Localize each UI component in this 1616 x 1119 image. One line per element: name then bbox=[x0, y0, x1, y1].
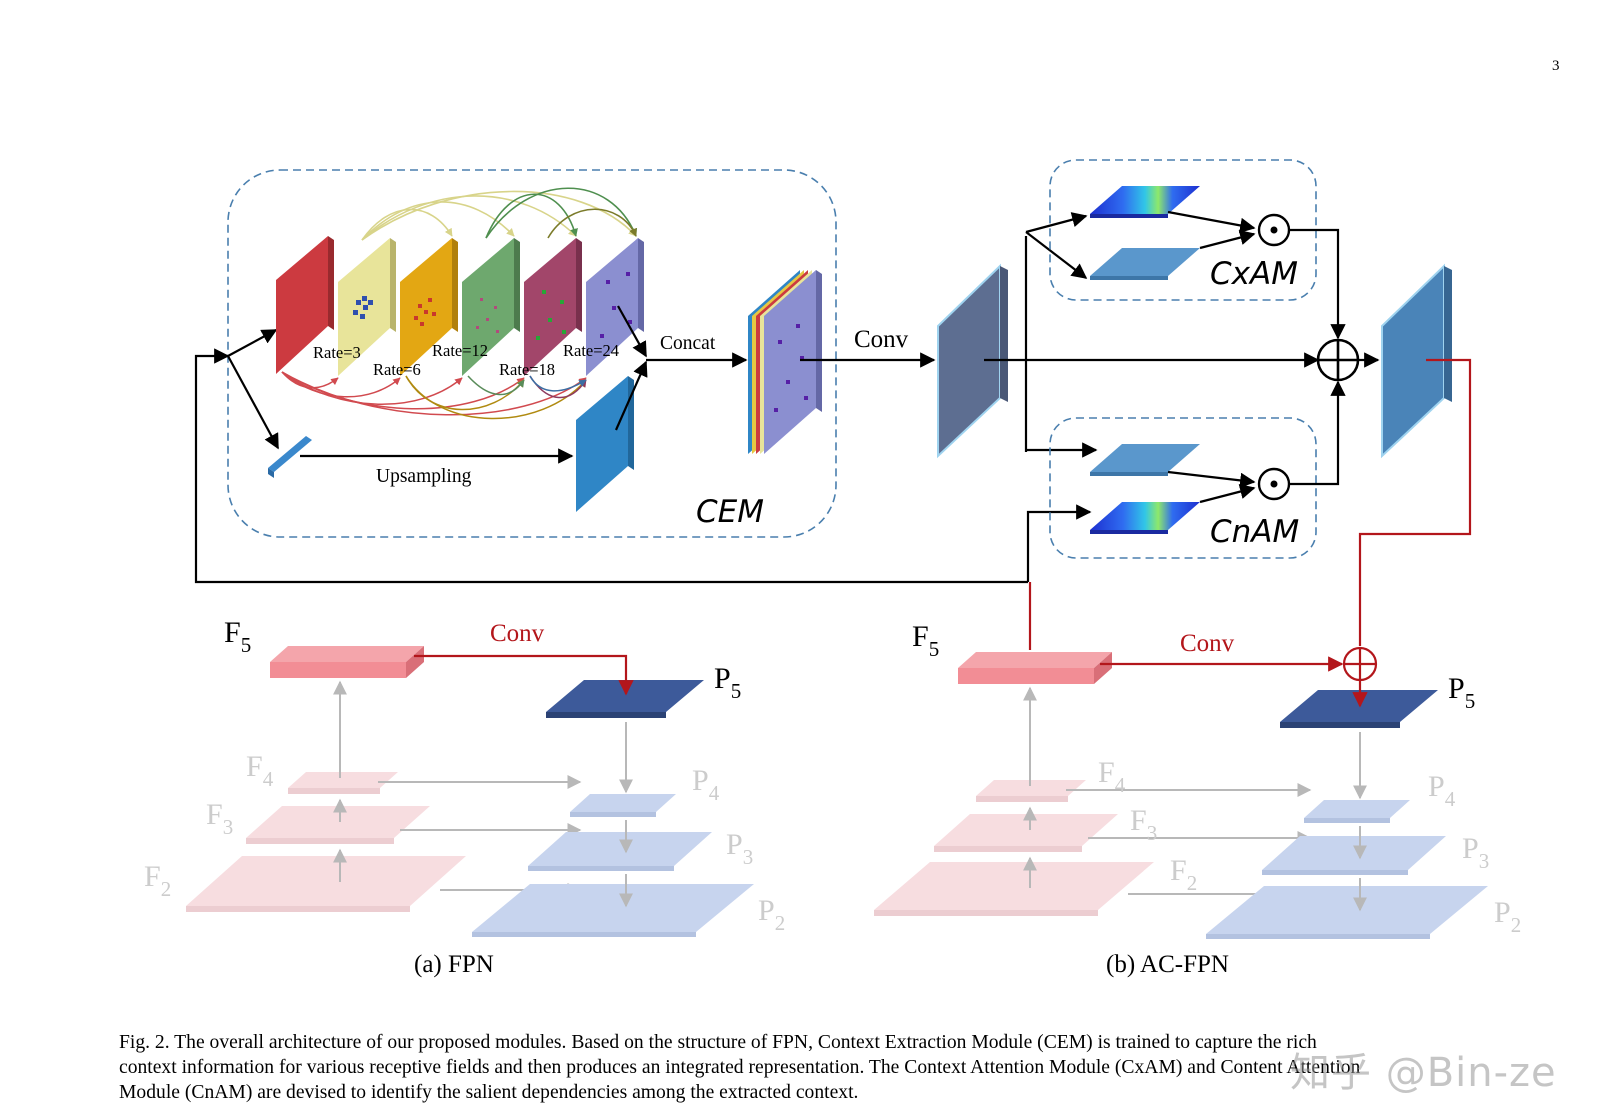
fpn-p5 bbox=[546, 680, 704, 712]
cem-title: CEM bbox=[696, 494, 764, 530]
fpn-p3 bbox=[528, 832, 712, 866]
map-green bbox=[462, 238, 514, 376]
concat-label: Concat bbox=[660, 333, 716, 354]
fpn-p5-label: P5 bbox=[714, 662, 741, 703]
fpn-p3-label: P3 bbox=[726, 828, 753, 869]
to-cnam-heat bbox=[1026, 504, 1092, 582]
rate-label-3: Rate=3 bbox=[313, 343, 361, 362]
fpn-p4-label: P4 bbox=[692, 764, 720, 805]
acfpn-f2 bbox=[874, 862, 1154, 910]
cxam-dashed-box bbox=[1049, 159, 1317, 301]
cxam-blue-to-mul bbox=[1199, 230, 1256, 250]
acfpn-f5-label: F5 bbox=[912, 620, 939, 661]
dilated-maps bbox=[276, 236, 644, 376]
fpn-conv-label: Conv bbox=[490, 620, 545, 647]
arrow-to-pool-bar bbox=[227, 355, 279, 450]
acfpn-p4 bbox=[1304, 800, 1410, 818]
acfpn-caption: (b) AC-FPN bbox=[1106, 951, 1229, 978]
fpn-f2 bbox=[186, 856, 466, 906]
cnam-plain-map bbox=[1090, 444, 1200, 472]
cem-dashed-box bbox=[227, 169, 837, 538]
acfpn-f4 bbox=[976, 780, 1086, 796]
cxam-multiply-node bbox=[1257, 213, 1291, 247]
upsampling-label: Upsampling bbox=[376, 466, 472, 487]
rate-labels: Rate=3 Rate=6 Rate=12 Rate=18 Rate=24 bbox=[313, 341, 619, 379]
fpn-f5-label: F5 bbox=[224, 616, 251, 657]
fpn-f2-label: F2 bbox=[144, 860, 171, 901]
fpn-p2-label: P2 bbox=[758, 894, 785, 935]
pool-bar bbox=[268, 436, 312, 472]
cnam-heatmap bbox=[1090, 502, 1200, 530]
acfpn-f5 bbox=[958, 652, 1112, 668]
figure-caption: Fig. 2. The overall architecture of our … bbox=[119, 1030, 1581, 1105]
cxam-to-add bbox=[1289, 228, 1346, 340]
acfpn-f3-label: F3 bbox=[1130, 804, 1157, 845]
output-to-p5-add bbox=[1358, 358, 1472, 646]
rate-label-18: Rate=18 bbox=[499, 360, 555, 379]
cnam-dashed-box bbox=[1049, 417, 1317, 559]
concat-stack bbox=[748, 270, 822, 454]
cxam-heat-to-mul bbox=[1167, 210, 1256, 234]
caption-line-2: context information for various receptiv… bbox=[119, 1057, 1361, 1078]
acfpn-conv-label: Conv bbox=[1180, 630, 1235, 657]
cnam-title: CnAM bbox=[1210, 514, 1299, 550]
page-number: 3 bbox=[1552, 58, 1560, 74]
rate-label-12: Rate=12 bbox=[432, 341, 488, 360]
cxam-heatmap bbox=[1090, 186, 1200, 214]
fpn-f4-label: F4 bbox=[246, 750, 274, 791]
rate-label-6: Rate=6 bbox=[373, 360, 421, 379]
to-cxam-heat bbox=[1025, 212, 1088, 234]
acfpn-p2-label: P2 bbox=[1494, 896, 1521, 937]
caption-line-3: Module (CnAM) are devised to identify th… bbox=[119, 1082, 859, 1103]
cxam-title: CxAM bbox=[1210, 256, 1298, 292]
fpn-f5 bbox=[270, 646, 424, 662]
watermark: 知乎 @Bin-ze bbox=[1290, 1050, 1557, 1096]
acfpn-p2 bbox=[1206, 886, 1488, 934]
acfpn-add-node bbox=[1342, 646, 1378, 682]
acfpn-p3 bbox=[1262, 836, 1446, 870]
map-orange bbox=[400, 238, 452, 376]
cxam-plain-map bbox=[1090, 248, 1200, 276]
acfpn-diagram: Conv F5 F4 F3 F2 P5 P4 P3 P2 (b) AC-FPN bbox=[874, 582, 1521, 978]
acfpn-p5-label: P5 bbox=[1448, 672, 1475, 713]
map-red bbox=[276, 236, 328, 374]
arrow-to-red-map bbox=[227, 329, 278, 357]
fpn-conv-arrow bbox=[414, 654, 634, 696]
fpn-f4 bbox=[288, 772, 398, 788]
acfpn-f2-label: F2 bbox=[1170, 854, 1197, 895]
fpn-p4 bbox=[570, 794, 676, 812]
fpn-caption: (a) FPN bbox=[414, 951, 494, 978]
acfpn-f4-label: F4 bbox=[1098, 756, 1126, 797]
fpn-diagram: Conv F5 F4 F3 F2 P5 P4 P3 P2 (a) FPN bbox=[144, 616, 785, 978]
conv-label: Conv bbox=[854, 326, 909, 353]
cnam-to-add bbox=[1289, 380, 1346, 486]
add-node bbox=[1316, 338, 1360, 382]
to-cxam-blue bbox=[1025, 231, 1088, 279]
cnam-heat-to-mul bbox=[1199, 484, 1256, 504]
dense-connections-bottom bbox=[281, 371, 587, 420]
fpn-p2 bbox=[472, 884, 754, 932]
caption-line-1: Fig. 2. The overall architecture of our … bbox=[119, 1032, 1317, 1053]
feedback-line bbox=[194, 348, 1028, 584]
fpn-f3 bbox=[246, 806, 430, 838]
fpn-f3-label: F3 bbox=[206, 798, 233, 839]
dense-connections-top bbox=[361, 187, 637, 241]
arrow-lavender-concat bbox=[617, 305, 647, 358]
cnam-blue-to-mul bbox=[1167, 470, 1256, 489]
acfpn-p3-label: P3 bbox=[1462, 832, 1489, 873]
cnam-multiply-node bbox=[1257, 467, 1291, 501]
acfpn-p4-label: P4 bbox=[1428, 770, 1456, 811]
map-upsampled bbox=[576, 376, 628, 512]
acfpn-f3 bbox=[934, 814, 1118, 846]
map-magenta bbox=[524, 238, 576, 376]
rate-label-24: Rate=24 bbox=[563, 341, 619, 360]
arrow-upsampled-concat bbox=[614, 360, 648, 431]
